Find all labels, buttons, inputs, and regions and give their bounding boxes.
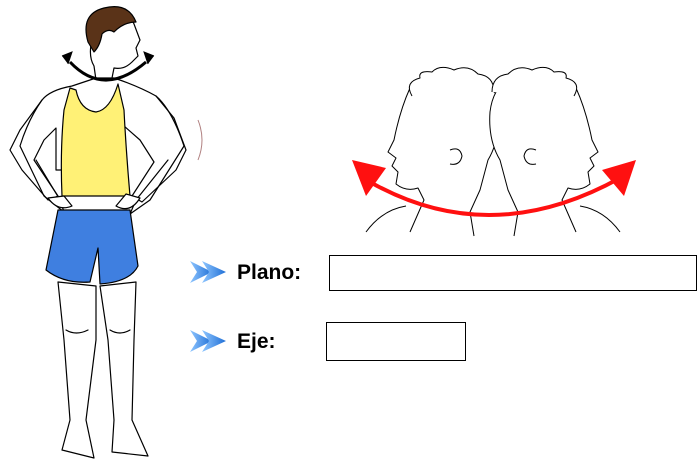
- red-arrowhead-right: [602, 160, 636, 196]
- axis-label: Eje:: [237, 331, 276, 352]
- blue-arrow-bullet-icon: [190, 259, 230, 285]
- axis-answer-field[interactable]: [326, 322, 466, 361]
- blue-arrow-bullet-icon: [190, 328, 230, 354]
- head-profile-right: [490, 71, 598, 236]
- plane-answer-field[interactable]: [329, 255, 697, 291]
- red-arrowhead-left: [352, 160, 386, 196]
- plane-label: Plano:: [237, 262, 301, 283]
